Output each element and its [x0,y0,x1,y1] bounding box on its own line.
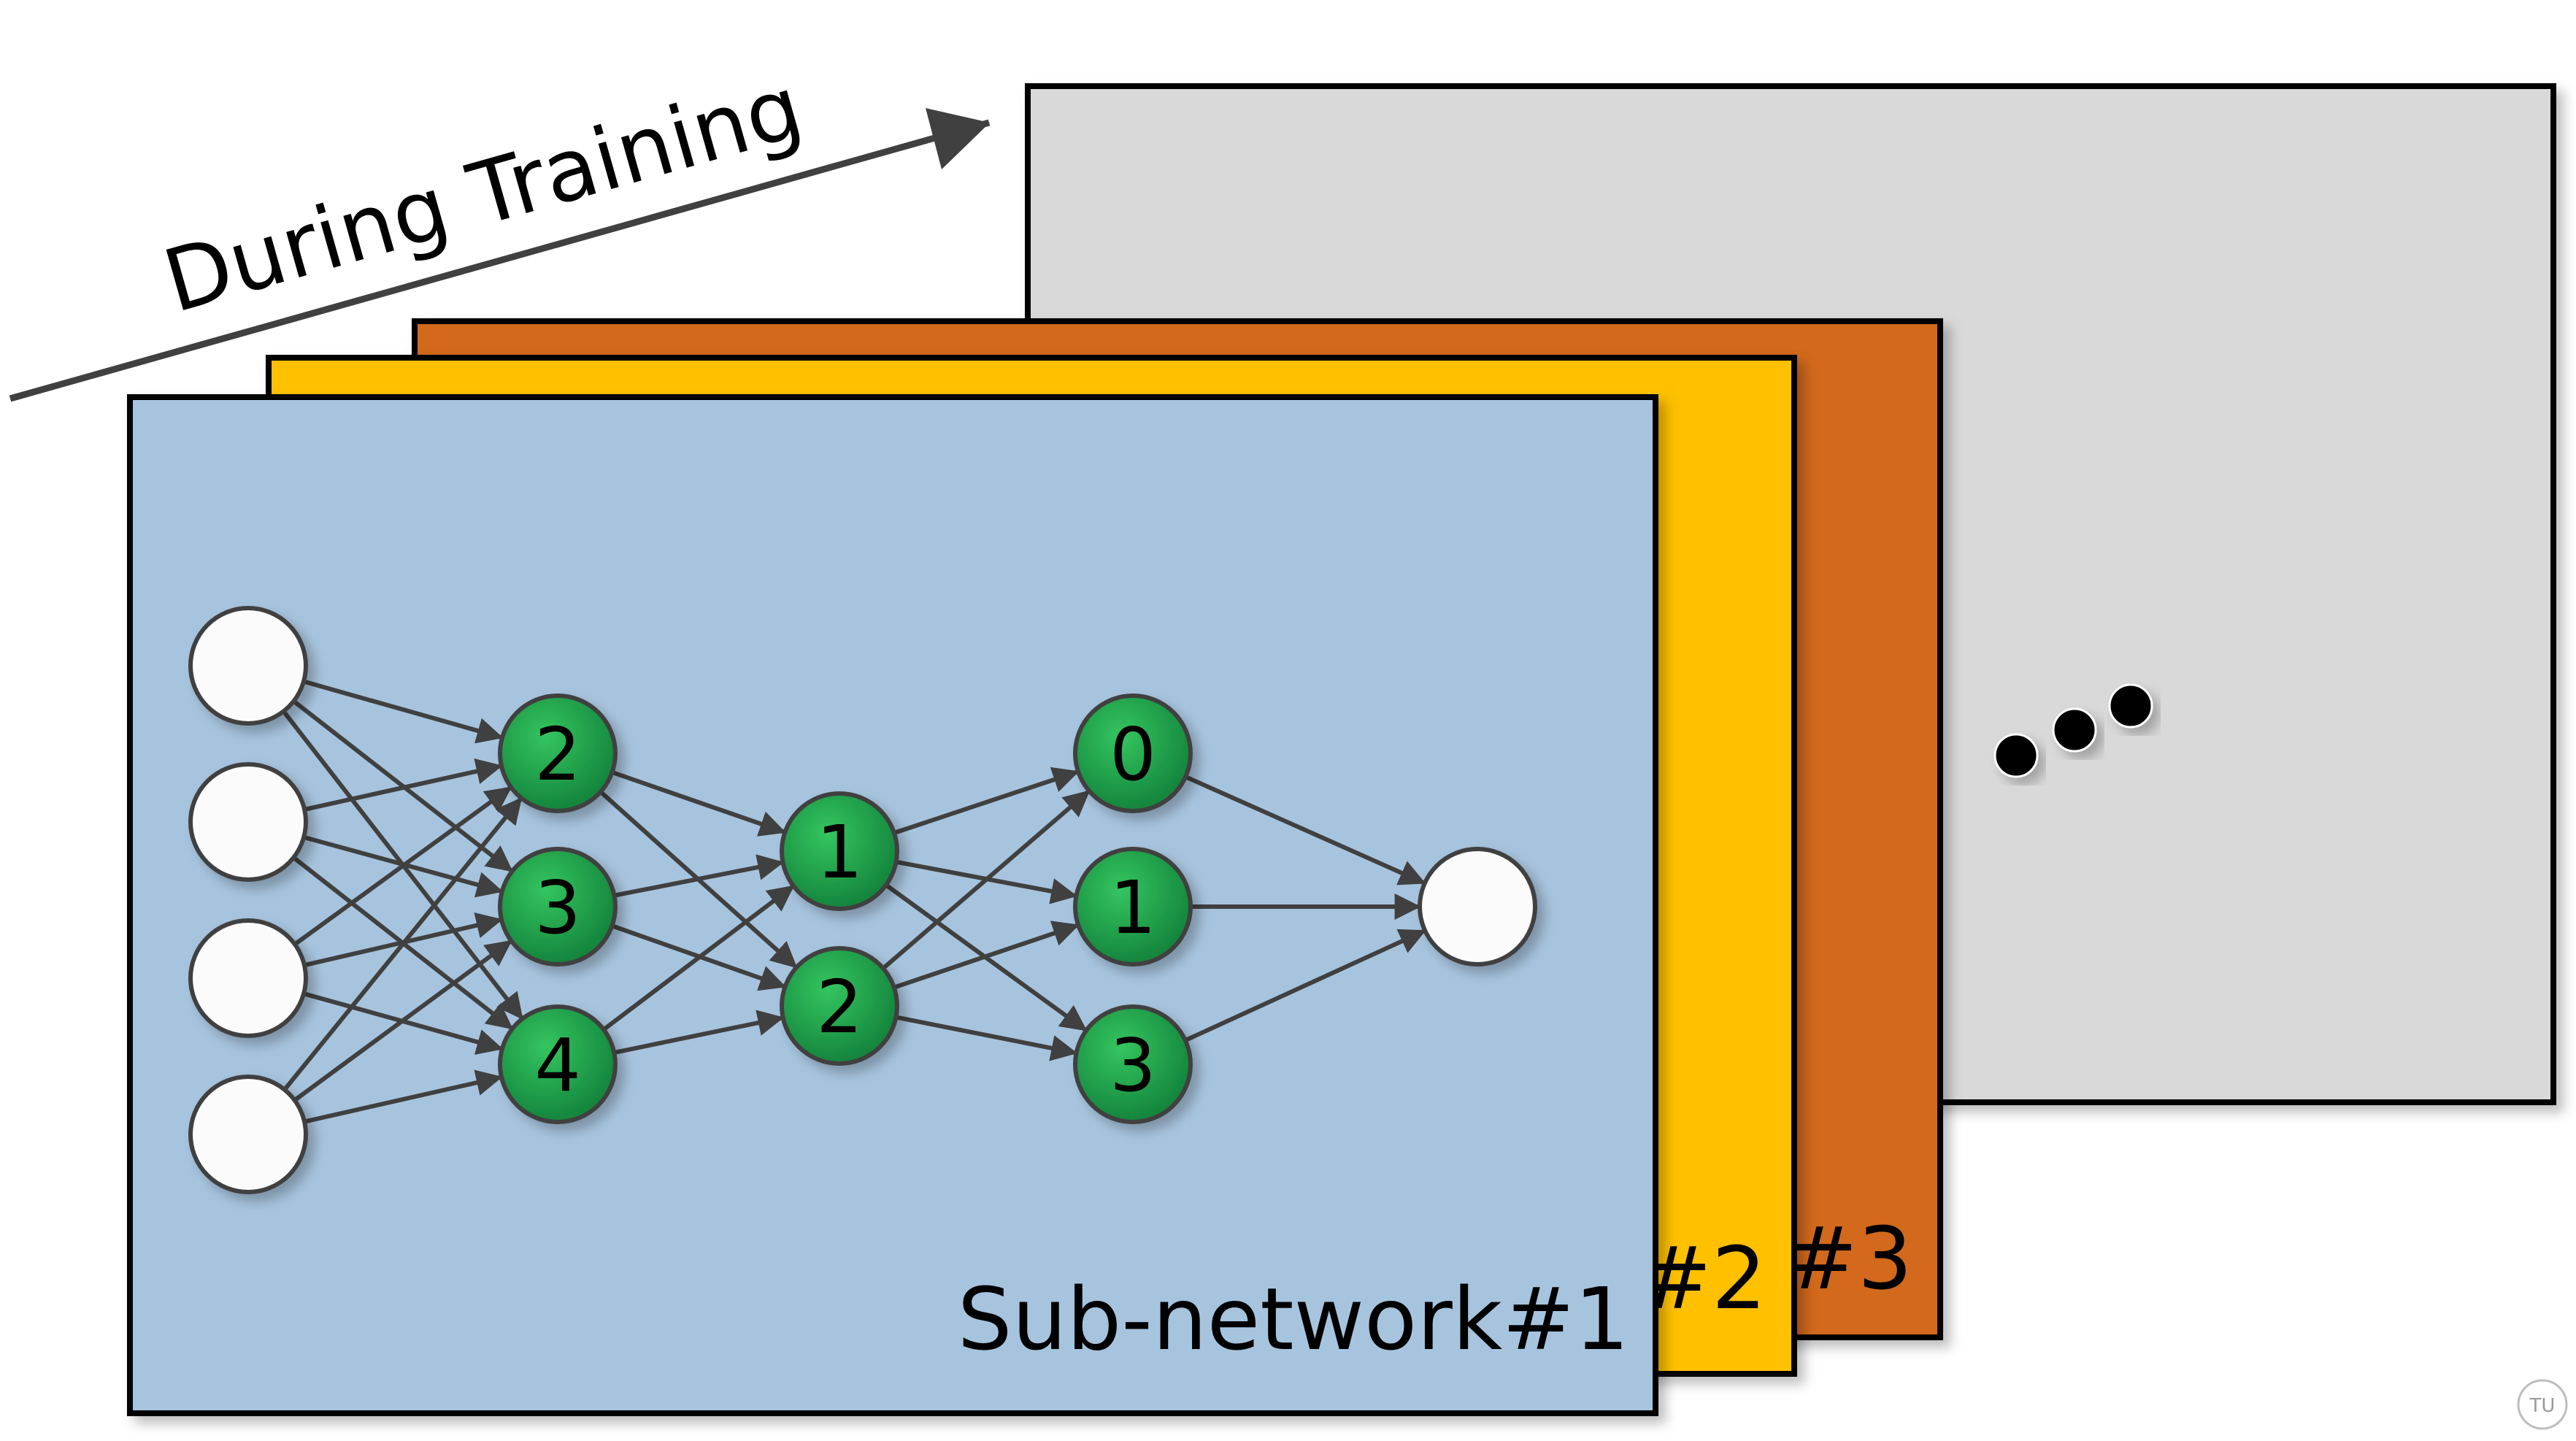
hidden1-node-label: 2 [534,712,581,797]
connection-edge [1184,929,1426,1042]
arrow-head-icon [926,108,990,169]
connection-edge [893,921,1080,990]
panel-2-label: #2 [1639,1228,1766,1329]
hidden2-node: 1 [780,791,899,911]
input-node [188,918,308,1038]
connection-edge [893,766,1080,835]
input-node [188,762,308,882]
network-nodes: 2 3 4 1 2 0 1 3 [188,606,1537,1194]
hidden1-node: 2 [498,693,618,813]
input-node [188,606,308,726]
hidden2-node: 2 [780,946,899,1066]
hidden2-node-label: 2 [816,964,863,1050]
hidden3-node-label: 0 [1110,712,1156,797]
connection-edge [881,790,1091,970]
watermark-logo: TU [2517,1379,2568,1430]
connection-edge [303,679,504,744]
connection-edge [611,770,786,837]
connection-edge [895,1015,1078,1061]
ellipsis-icon [1993,683,2153,778]
panel-3-label: #3 [1785,1208,1912,1309]
during-training-label: During Training [153,56,812,332]
connection-edge [293,939,512,1102]
connection-edge [613,1010,785,1055]
hidden1-node: 4 [498,1004,618,1124]
connection-edge [282,797,523,1091]
hidden3-node-label: 1 [1110,865,1156,950]
hidden1-node-label: 4 [534,1023,581,1108]
output-node [1418,847,1537,967]
watermark-text: TU [2529,1395,2556,1417]
hidden2-node-label: 1 [816,810,863,895]
input-node [188,1075,308,1194]
hidden3-node: 1 [1073,847,1193,967]
connection-edge [613,854,785,898]
panel-1-label: Sub-network#1 [958,1269,1629,1369]
hidden3-node: 3 [1073,1004,1193,1124]
hidden1-node: 3 [498,847,618,967]
connection-edge [304,758,503,812]
connection-edge [304,1069,503,1124]
connection-edge [602,885,795,1031]
hidden1-node-label: 3 [534,865,581,950]
hidden3-node-label: 3 [1110,1023,1156,1108]
network-connections [282,679,1426,1124]
connection-edge [293,786,512,946]
hidden3-node: 0 [1073,693,1193,813]
connection-edge [1184,775,1426,885]
